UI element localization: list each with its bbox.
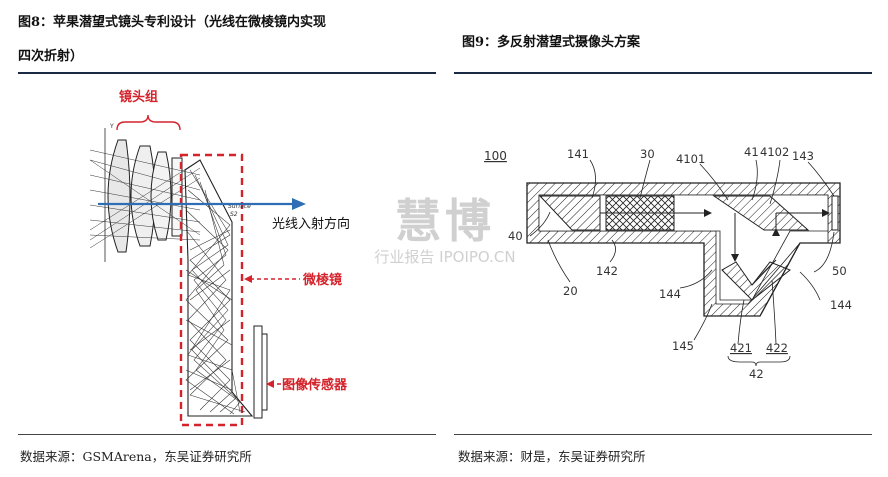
left-figure-source: 数据来源：GSMArena，东吴证券研究所 <box>20 449 252 464</box>
lens-group-bracket <box>116 114 181 131</box>
left-figure-title-line1: 图8：苹果潜望式镜头专利设计（光线在微棱镜内实现 <box>18 15 327 30</box>
surface-label: Surface <box>228 203 251 210</box>
right-figure-source: 数据来源：财是，东吴证券研究所 <box>458 449 646 464</box>
housing-hatched-wall <box>526 182 841 317</box>
microprism-body <box>184 159 254 417</box>
ref-label-41: 41 <box>744 145 759 159</box>
right-source-rule <box>454 434 872 435</box>
microprism-internal-reflections <box>185 169 246 415</box>
ref-label-30: 30 <box>640 147 655 161</box>
ref-label-422: 422 <box>766 341 788 355</box>
ref-label-20: 20 <box>563 284 578 298</box>
ref-label-50: 50 <box>832 264 847 278</box>
prism-40 <box>538 195 601 231</box>
reflector-41 <box>712 195 810 231</box>
right-figure-title: 图9：多反射潜望式摄像头方案 <box>462 35 641 50</box>
image-sensor-plate-inner <box>261 333 268 411</box>
surface-s2-label: S2 <box>230 211 238 218</box>
image-sensor-label: 图像传感器 <box>282 377 348 393</box>
light-path-arrowheads <box>704 209 830 262</box>
ref-label-4101: 4101 <box>676 152 705 166</box>
light-direction-label: 光线入射方向 <box>272 216 350 232</box>
ref-label-40: 40 <box>508 229 523 243</box>
ref-label-145: 145 <box>672 339 694 353</box>
light-path <box>600 212 828 286</box>
multi-reflection-periscope-diagram: 100 <box>484 145 852 381</box>
reference-leader-lines <box>529 159 835 345</box>
image-sensor-arrowhead <box>266 380 274 388</box>
incident-light-arrowhead <box>292 198 306 210</box>
ref-label-144-right: 144 <box>830 298 852 312</box>
y-axis-label: Y <box>109 123 114 130</box>
lens-group-label: 镜头组 <box>119 89 158 105</box>
left-source-rule <box>18 434 436 435</box>
microprism-highlight-box <box>179 153 244 427</box>
image-sensor-plate-outer <box>253 325 263 419</box>
ref-label-144-left: 144 <box>659 287 681 301</box>
ref-label-421: 421 <box>730 341 752 355</box>
ref-label-100: 100 <box>484 149 507 163</box>
ref-42-brace <box>727 355 791 367</box>
left-title-rule <box>18 72 436 74</box>
sensor-50 <box>831 195 839 231</box>
ref-label-4102: 4102 <box>760 145 789 159</box>
right-title-rule <box>454 72 872 74</box>
ref-label-141: 141 <box>567 147 589 161</box>
ref-label-42: 42 <box>749 367 764 381</box>
lens-element-3 <box>150 151 172 241</box>
periscope-lens-patent-diagram: 镜头组 Y Surface <box>89 89 350 427</box>
left-figure-title-line2: 四次折射） <box>18 49 84 64</box>
microprism-label: 微棱镜 <box>302 272 342 288</box>
microprism-arrowhead <box>244 275 252 283</box>
ref-label-143: 143 <box>792 149 814 163</box>
ref-label-142: 142 <box>596 264 618 278</box>
